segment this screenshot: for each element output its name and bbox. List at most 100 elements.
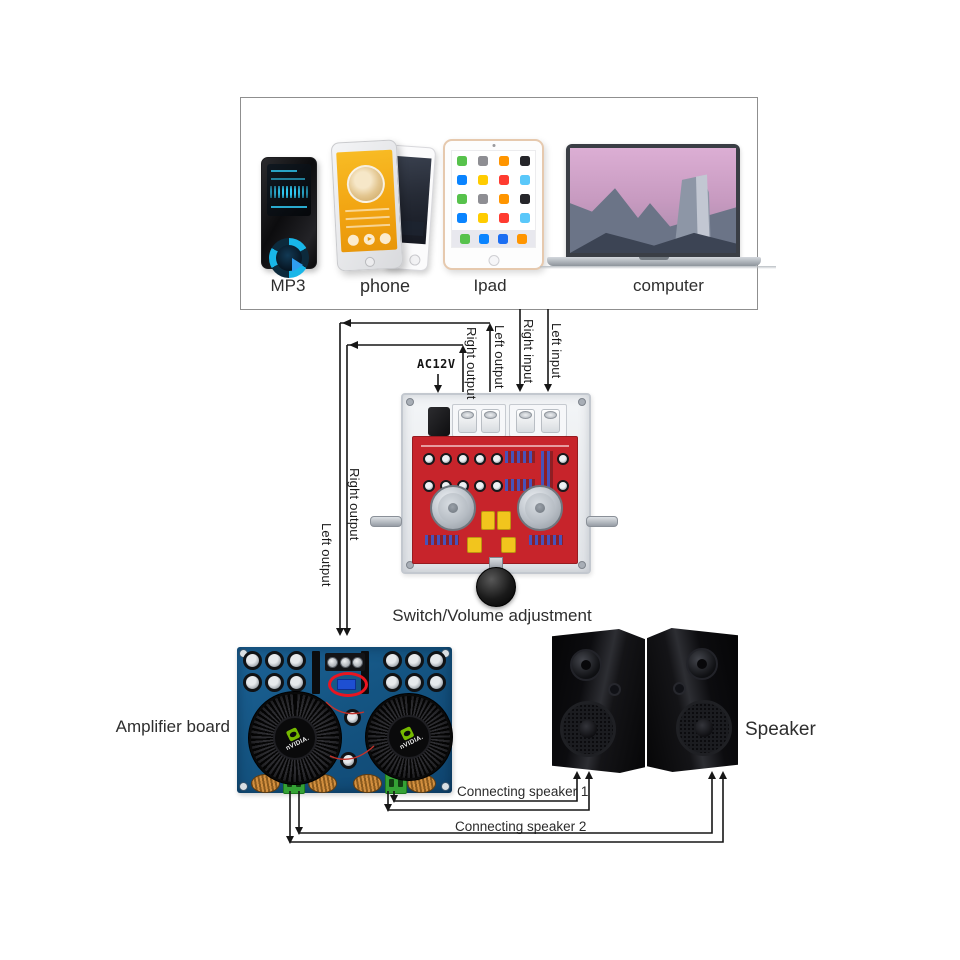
computer-label: computer <box>633 276 704 295</box>
app-icon <box>457 213 467 223</box>
home-button <box>364 256 376 268</box>
heatsink-bar <box>361 651 369 694</box>
app-icon <box>478 194 488 204</box>
mp3-screen-text-line <box>271 170 297 172</box>
mp3-label: MP3 <box>270 276 306 295</box>
app-icon-grid <box>457 156 530 223</box>
app-icon <box>478 156 488 166</box>
rca-jack <box>481 408 501 433</box>
filter-capacitor <box>243 651 262 670</box>
app-icon <box>499 194 509 204</box>
resistor-cluster <box>541 451 553 491</box>
app-icon <box>499 175 509 185</box>
case-screw <box>578 398 586 406</box>
macbook-notch <box>639 257 669 260</box>
preamp-left-output-label: Left output <box>492 325 507 389</box>
app-icon <box>457 156 467 166</box>
app-icon <box>520 213 530 223</box>
film-capacitor <box>501 537 516 553</box>
app-icon <box>520 156 530 166</box>
capacitor <box>440 453 452 465</box>
track-row <box>346 223 391 229</box>
app-icon <box>478 213 488 223</box>
capacitor <box>423 453 435 465</box>
capacitor <box>474 453 486 465</box>
dock-app-icon <box>460 233 470 244</box>
mp3-wheel-center <box>276 245 303 272</box>
album-avatar <box>345 164 386 204</box>
mp3-screen-text-line <box>271 178 305 180</box>
mp3-player-image <box>261 157 317 278</box>
vacuum-tube-right <box>517 485 563 531</box>
ipad-label: Ipad <box>473 276 507 295</box>
filter-capacitor <box>427 673 446 692</box>
filter-capacitor <box>405 651 424 670</box>
rca-input-block-2 <box>509 404 567 437</box>
wire-right-output-label: Right output <box>347 468 362 541</box>
case-thumbscrew-left <box>370 516 402 527</box>
capacitor <box>491 480 503 492</box>
macbook-screen <box>566 144 740 259</box>
home-button <box>488 255 499 266</box>
connecting-speaker-2-label: Connecting speaker 2 <box>455 819 587 834</box>
mp3-progress-bar <box>271 206 307 208</box>
capacitor <box>557 453 569 465</box>
mounting-hole <box>441 782 450 791</box>
cooling-fan-left: nVIDIA. <box>248 691 342 785</box>
capacitor <box>557 480 569 492</box>
tweeter <box>673 682 686 695</box>
track-row <box>345 215 390 221</box>
dc-power-jack <box>428 407 450 436</box>
app-icon <box>520 194 530 204</box>
filter-capacitor <box>427 651 446 670</box>
dock-app-icon <box>498 233 508 244</box>
filter-capacitor <box>287 651 306 670</box>
capacitor <box>344 709 361 726</box>
speaker-label: Speaker <box>745 719 816 740</box>
capacitor <box>491 453 503 465</box>
case-screw <box>406 398 414 406</box>
mid-driver <box>570 649 602 681</box>
film-capacitor <box>481 511 495 530</box>
speaker-left-image <box>552 629 645 773</box>
capacitor-column <box>557 453 569 493</box>
highlighted-connector <box>337 678 356 690</box>
preamp-left-input-label: Left input <box>549 323 564 379</box>
app-icon <box>520 175 530 185</box>
ipad-image <box>443 139 544 270</box>
case-screw <box>406 561 414 569</box>
filter-capacitor <box>405 673 424 692</box>
rca-input-block-1 <box>452 404 506 437</box>
filter-capacitor <box>287 673 306 692</box>
filter-capacitor <box>383 673 402 692</box>
rca-jack <box>457 408 477 433</box>
app-icon <box>457 175 467 185</box>
rca-jack <box>541 408 560 433</box>
woofer <box>676 700 732 756</box>
red-highlight-ellipse <box>328 672 368 697</box>
capacitor-bank-left <box>243 651 307 693</box>
app-icon <box>478 175 488 185</box>
silkscreen-line <box>421 445 569 447</box>
woofer <box>560 701 616 757</box>
vacuum-tube-left <box>430 485 476 531</box>
mp3-screen <box>267 164 311 216</box>
camera-dot <box>492 144 495 147</box>
filter-capacitor <box>265 651 284 670</box>
wire-left-output-label: Left output <box>319 523 334 587</box>
play-icon <box>292 258 303 272</box>
app-icon <box>457 194 467 204</box>
resistor-cluster <box>529 535 563 545</box>
filter-capacitor <box>243 673 262 692</box>
preamp-pcb <box>412 436 578 564</box>
power-terminal-block <box>325 653 365 671</box>
gold-phone-screen <box>336 149 398 253</box>
app-icon <box>499 213 509 223</box>
case-screw <box>578 561 586 569</box>
amplifier-label: Amplifier board <box>115 717 230 736</box>
app-icon <box>499 156 509 166</box>
dock-app-icon <box>479 233 489 244</box>
next-icon <box>379 232 392 245</box>
capacitor <box>340 752 357 769</box>
mountain-wallpaper <box>570 148 736 253</box>
